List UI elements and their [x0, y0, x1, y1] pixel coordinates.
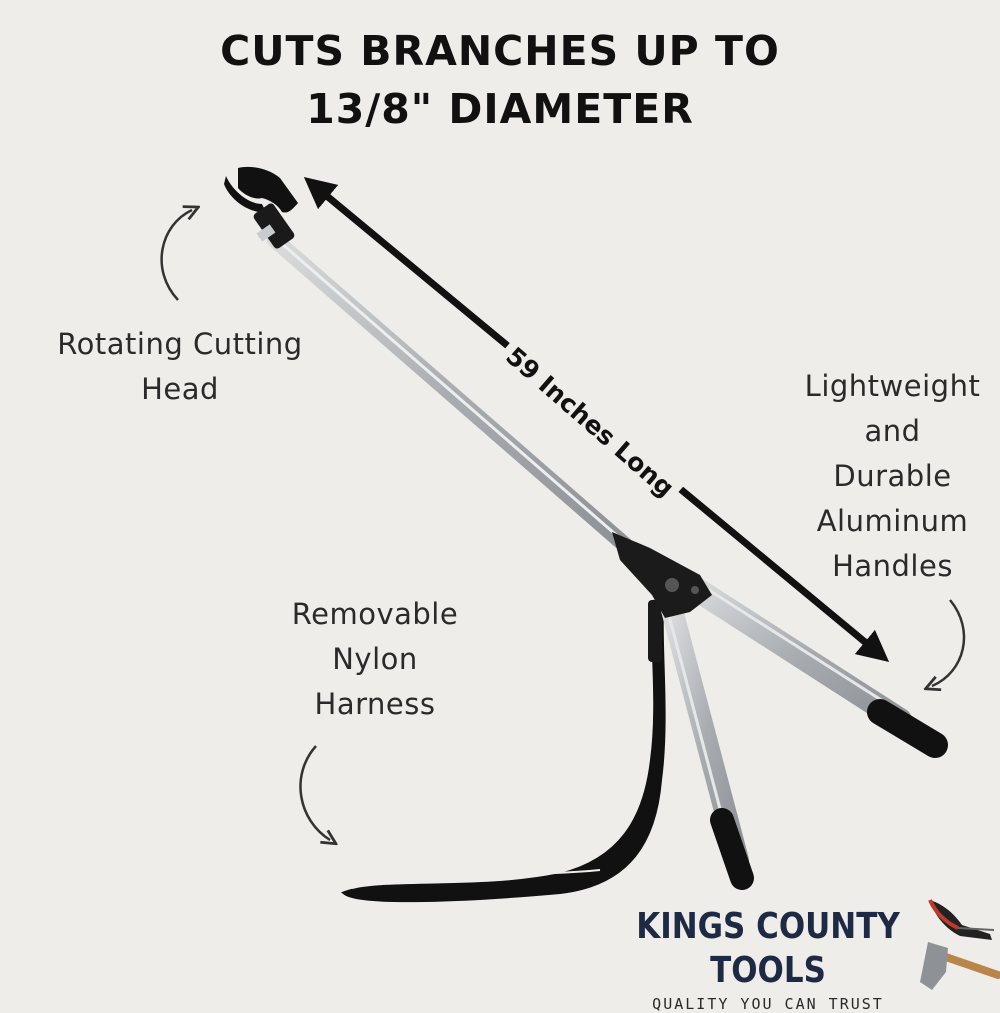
curved-arrow-icon: [932, 599, 966, 686]
callout-harness: Removable Nylon Harness: [270, 592, 480, 727]
callout-handles-line-3: Durable: [833, 459, 952, 493]
cutting-head: [224, 166, 298, 249]
callout-harness-line-1: Removable: [291, 597, 459, 631]
headline-line-1: CUTS BRANCHES UP TO: [220, 27, 780, 75]
brand-logo: KINGS COUNTY TOOLS QUALITY YOU CAN TRUST: [608, 905, 928, 1013]
brand-tagline: QUALITY YOU CAN TRUST: [652, 995, 884, 1013]
callout-harness-line-2: Nylon: [332, 642, 418, 676]
hatchet-icon: [920, 942, 1000, 990]
callout-handles-line-2: and: [864, 414, 921, 448]
lever-mechanism: [612, 532, 712, 618]
callout-cutting-head: Rotating Cutting Head: [40, 322, 320, 412]
callout-handles: Lightweight and Durable Aluminum Handles: [785, 364, 1000, 589]
curved-arrow-icon: [299, 745, 330, 840]
pruner-icon: [928, 899, 995, 940]
callout-harness-line-3: Harness: [314, 687, 436, 721]
callout-handles-line-5: Handles: [832, 549, 953, 583]
headline: CUTS BRANCHES UP TO 13/8" DIAMETER: [0, 22, 1000, 138]
callout-cutting-head-line-2: Head: [141, 372, 219, 406]
headline-line-2: 13/8" DIAMETER: [306, 85, 694, 133]
callout-handles-line-1: Lightweight: [804, 369, 981, 403]
callout-handles-line-4: Aluminum: [816, 504, 969, 538]
lower-handle: [661, 599, 754, 890]
callout-cutting-head-line-1: Rotating Cutting: [57, 327, 303, 361]
curved-arrow-icon: [160, 210, 192, 301]
brand-name: KINGS COUNTY TOOLS: [636, 906, 900, 991]
